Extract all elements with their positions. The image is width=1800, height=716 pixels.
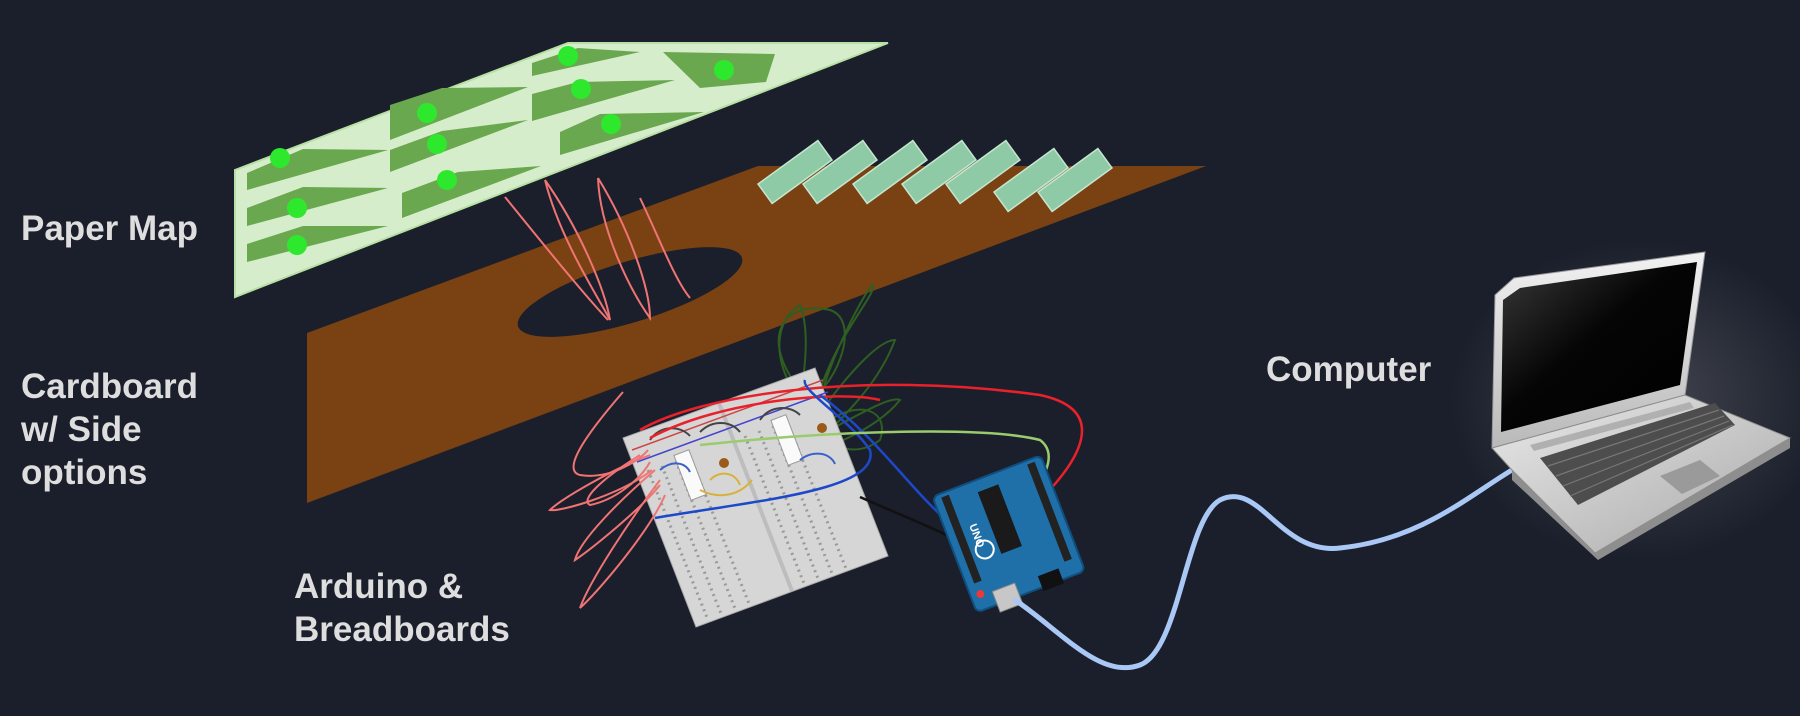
label-cardboard: Cardboard w/ Side options bbox=[21, 365, 198, 494]
side-option-tabs bbox=[756, 139, 1114, 213]
breadboard-divider bbox=[717, 402, 794, 592]
side-option-tab bbox=[1036, 147, 1114, 213]
side-option-wire bbox=[814, 338, 897, 431]
side-option-wire bbox=[778, 303, 807, 401]
laptop-icon bbox=[1450, 240, 1800, 560]
jumper-wire bbox=[659, 462, 691, 473]
side-option-tab bbox=[851, 139, 929, 205]
sensor-wire bbox=[639, 197, 691, 299]
map-region bbox=[247, 226, 388, 262]
jumper-wire bbox=[699, 479, 753, 497]
arduino-led bbox=[976, 590, 985, 599]
label-arduino-line-2: Breadboards bbox=[294, 610, 510, 649]
map-marker bbox=[437, 170, 457, 190]
arduino-header bbox=[941, 494, 982, 584]
map-region bbox=[390, 87, 528, 140]
map-marker bbox=[601, 114, 621, 134]
jumper-wire bbox=[699, 422, 741, 433]
map-marker bbox=[417, 103, 437, 123]
side-option-tab bbox=[801, 139, 879, 205]
jumper-wire bbox=[709, 472, 741, 486]
arduino-logo bbox=[974, 539, 995, 560]
arduino-board-icon: UNO bbox=[933, 455, 1085, 613]
label-paper-map-text: Paper Map bbox=[21, 209, 198, 248]
map-region bbox=[560, 112, 704, 155]
key-row bbox=[1562, 420, 1730, 487]
laptop-key-rows bbox=[1547, 409, 1734, 497]
side-option-tab bbox=[756, 139, 834, 205]
breadboard-chip bbox=[673, 449, 707, 501]
sensor-wire bbox=[579, 479, 666, 609]
sensor-wires-left bbox=[547, 391, 666, 609]
side-option-wire bbox=[819, 283, 875, 401]
sensor-wire bbox=[573, 469, 661, 563]
map-marker bbox=[714, 60, 734, 80]
map-marker bbox=[287, 235, 307, 255]
arduino-usb-port bbox=[991, 582, 1024, 613]
sensor-wires-through-hole bbox=[504, 177, 691, 322]
map-marker bbox=[571, 79, 591, 99]
arduino-header bbox=[1027, 461, 1072, 562]
laptop-screen bbox=[1501, 262, 1697, 432]
label-arduino-line-1: Arduino & bbox=[294, 567, 464, 606]
map-region bbox=[247, 187, 388, 226]
wire-red bbox=[649, 395, 881, 440]
key-row bbox=[1555, 415, 1725, 477]
label-cardboard-line-1: Cardboard bbox=[21, 367, 198, 406]
paper-map bbox=[234, 42, 889, 299]
laptop-speaker-strip bbox=[1530, 402, 1694, 451]
side-option-tab bbox=[992, 147, 1070, 213]
map-markers bbox=[270, 46, 734, 255]
sensor-wire bbox=[544, 179, 611, 321]
label-arduino-breadboards: Arduino & Breadboards bbox=[294, 565, 510, 651]
paper-map-sheet bbox=[234, 42, 889, 299]
arduino-chip bbox=[977, 484, 1022, 554]
side-option-wires bbox=[777, 283, 902, 451]
cardboard-layer bbox=[307, 139, 1206, 503]
map-region bbox=[402, 166, 541, 218]
wire-blue bbox=[654, 379, 872, 520]
breadboard-rail bbox=[636, 391, 829, 463]
laptop-touchpad bbox=[1660, 460, 1720, 494]
label-cardboard-line-3: options bbox=[21, 453, 148, 492]
breadboard-icon bbox=[622, 367, 889, 628]
cardboard-sheet bbox=[307, 166, 1206, 503]
key-row bbox=[1569, 424, 1734, 497]
label-cardboard-line-2: w/ Side bbox=[21, 410, 142, 449]
map-marker bbox=[558, 46, 578, 66]
label-paper-map: Paper Map bbox=[21, 207, 198, 250]
usb-cable bbox=[1012, 467, 1515, 671]
sensor-wire bbox=[586, 454, 651, 507]
side-option-tab bbox=[900, 139, 978, 205]
sensor-wire bbox=[597, 177, 652, 322]
jumper-wire bbox=[799, 452, 836, 465]
sensor-wire bbox=[504, 196, 609, 321]
breadboard-component bbox=[719, 458, 729, 468]
breadboard-component bbox=[817, 423, 827, 433]
map-marker bbox=[427, 134, 447, 154]
map-region bbox=[390, 120, 528, 172]
label-computer-text: Computer bbox=[1266, 350, 1432, 389]
map-marker bbox=[287, 198, 307, 218]
label-computer: Computer bbox=[1266, 348, 1431, 391]
sensor-wire bbox=[547, 454, 653, 512]
jumper-wire bbox=[759, 407, 801, 421]
arduino-power-jack bbox=[1037, 568, 1065, 592]
laptop-keyboard bbox=[1540, 403, 1735, 505]
map-marker bbox=[270, 148, 290, 168]
wire-red bbox=[639, 383, 1084, 501]
key-row bbox=[1547, 409, 1720, 467]
side-option-tab bbox=[944, 139, 1022, 205]
map-region bbox=[532, 80, 675, 121]
